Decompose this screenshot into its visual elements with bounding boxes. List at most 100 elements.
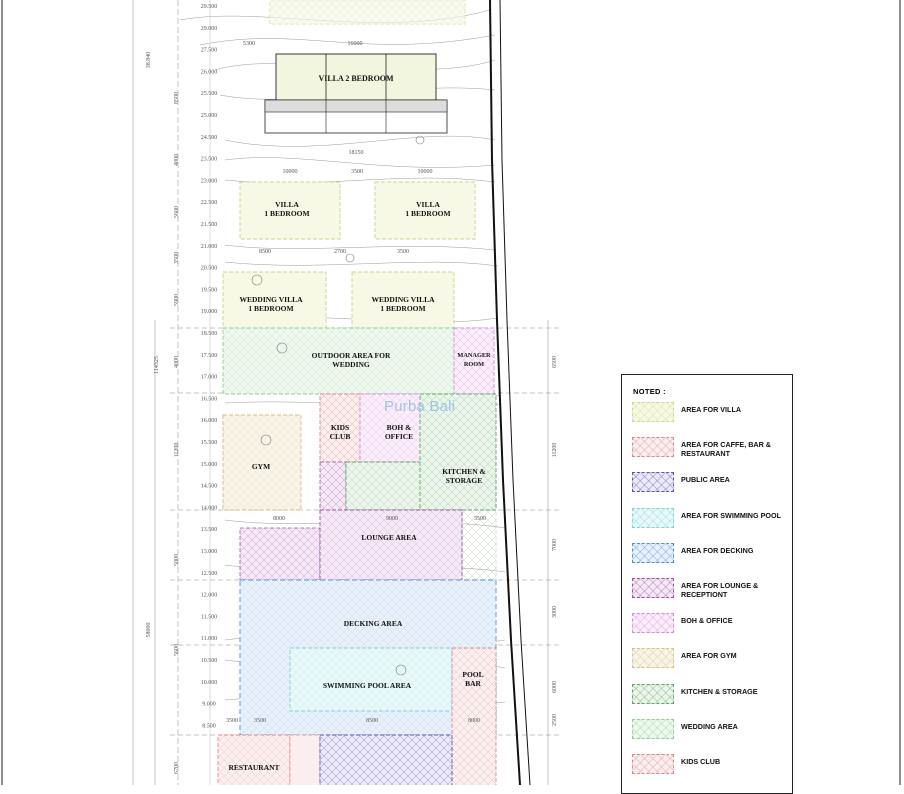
- dimension-label: 13.500: [201, 527, 218, 533]
- legend-item: AREA FOR CAFFE, BAR & RESTAURANT: [632, 436, 792, 460]
- dimension-label: 23.000: [201, 178, 218, 184]
- dimension-label: 3500: [397, 249, 409, 255]
- legend-swatch: [632, 472, 674, 493]
- legend-item: WEDDING AREA: [632, 718, 792, 742]
- zone-label-line: KIDS: [331, 423, 349, 432]
- dimension-label: 22.500: [201, 200, 218, 206]
- legend-swatch: [632, 754, 674, 774]
- legend-swatch: [632, 507, 674, 528]
- dimension-label: 11200: [552, 443, 558, 458]
- dimension-label: 5600: [174, 206, 180, 218]
- legend-swatch: [632, 613, 674, 634]
- zone-gym: GYM: [222, 414, 302, 511]
- dimension-label: 12.000: [201, 593, 218, 599]
- dimension-label: 8000: [273, 516, 285, 522]
- zone-label-line: VILLA: [416, 200, 440, 209]
- legend-label: AREA FOR LOUNGE & RECEPTIONT: [681, 581, 759, 599]
- dimension-label: 14.500: [201, 484, 218, 490]
- zone-label-line: POOL: [462, 670, 483, 679]
- zone-lounge-area: LOUNGE AREA: [239, 509, 497, 581]
- dimension-label: 17.000: [201, 375, 218, 381]
- zone-villa-2-bedroom: VILLA 2 BEDROOM: [264, 53, 448, 134]
- dimension-label: 16000: [348, 41, 363, 47]
- legend-label: AREA FOR CAFFE, BAR & RESTAURANT: [681, 440, 771, 459]
- zone-label-line: VILLA: [275, 200, 299, 209]
- legend-label: AREA FOR VILLA: [681, 405, 742, 414]
- dimension-label: 114325: [154, 356, 160, 374]
- legend-item: AREA FOR LOUNGE & RECEPTIONT: [632, 577, 792, 601]
- dimension-label: 15.000: [201, 462, 218, 468]
- legend-label: AREA FOR DECKING: [681, 545, 754, 555]
- dimension-label: 8500: [366, 718, 378, 724]
- zone-label-line: OFFICE: [385, 432, 413, 441]
- dimension-label: 18.500: [201, 331, 218, 337]
- zone-label-line: SWIMMING POOL AREA: [323, 681, 412, 690]
- watermark-text: Purba Bali: [384, 398, 456, 415]
- legend-item: PUBLIC AREA: [632, 471, 792, 495]
- zone-label-line: CLUB: [330, 432, 351, 441]
- zone-kitchen-storage: KITCHEN &STORAGE: [345, 393, 497, 511]
- site-boundary-road: [489, 0, 531, 785]
- dimension-label: 9000: [386, 516, 398, 522]
- dimension-label: 17.500: [201, 353, 218, 359]
- legend-item: KITCHEN & STORAGE: [632, 683, 792, 707]
- legend-swatch: [632, 648, 674, 669]
- zone-label-line: KITCHEN &: [442, 467, 486, 476]
- legend-label: AREA FOR GYM: [681, 651, 737, 661]
- zone-label-line: VILLA 2 BEDROOM: [318, 74, 394, 83]
- dimension-label: 5600: [174, 644, 180, 656]
- legend-label: PUBLIC AREA: [681, 475, 730, 485]
- dimension-label: 9.000: [202, 702, 216, 708]
- zone-label-boh: BOH &OFFICE: [385, 423, 413, 441]
- zone-label-lounge: LOUNGE AREA: [361, 533, 417, 542]
- legend-swatch: [632, 683, 674, 704]
- dimension-label: 8500: [174, 92, 180, 104]
- zone-label-villa2: VILLA 2 BEDROOM: [318, 74, 394, 83]
- dimension-label: 7000: [552, 539, 558, 551]
- dimension-label: 3500: [226, 718, 238, 724]
- dimension-label: 3500: [351, 169, 363, 175]
- dimension-label: 26.000: [201, 69, 218, 75]
- zone-label-line: 1 BEDROOM: [380, 304, 425, 313]
- zone-label-restaurant: RESTAURANT: [228, 763, 279, 772]
- legend-item: BOH & OFFICE: [632, 612, 792, 636]
- zone-restaurant: RESTAURANT: [217, 734, 453, 785]
- zone-label-line: WEDDING: [332, 360, 370, 369]
- dimension-label: 2500: [552, 714, 558, 726]
- spot-levels: 29.50029.00027.50026.00025.50025.00024.5…: [201, 4, 218, 729]
- dimension-label: 12.500: [201, 571, 218, 577]
- legend-label: BOH & OFFICE: [681, 616, 733, 626]
- zone-label-line: WEDDING VILLA: [372, 295, 436, 304]
- dimension-label: 58000: [146, 623, 152, 638]
- dimension-label: 38.840: [146, 52, 152, 69]
- dimension-label: 3500: [254, 718, 266, 724]
- dimension-label: 6500: [552, 356, 558, 368]
- dimension-label: 3000: [552, 606, 558, 618]
- legend-item: AREA FOR DECKING: [632, 542, 792, 566]
- zone-label-line: ROOM: [464, 361, 484, 368]
- legend-swatch: [632, 718, 674, 739]
- dimension-label: 15.500: [201, 440, 218, 446]
- zone-label-line: BOH &: [387, 423, 412, 432]
- dimension-label: 11200: [174, 443, 180, 458]
- dimension-label: 11.000: [201, 636, 217, 642]
- zone-label-pool: SWIMMING POOL AREA: [323, 681, 412, 690]
- dimension-label: 18150: [349, 150, 364, 156]
- dimension-label: 10000: [283, 169, 298, 175]
